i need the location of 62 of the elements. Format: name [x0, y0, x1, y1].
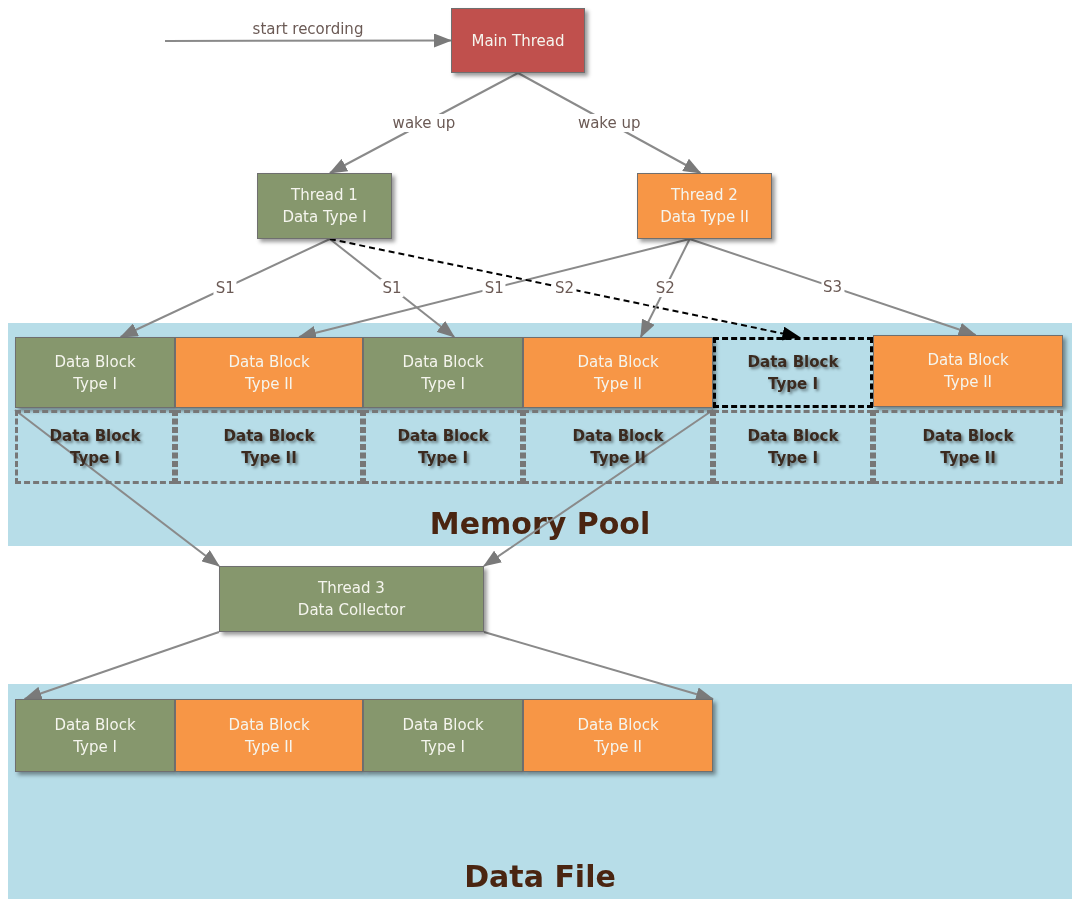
process-box	[15, 699, 175, 772]
box-text: Data Block Type II	[576, 714, 660, 758]
dashed-block	[15, 410, 175, 484]
box-text: Data Block Type I	[53, 351, 137, 395]
box-text: Thread 3	[318, 578, 385, 599]
arrow	[328, 238, 801, 341]
box-text: Data Block Type II	[571, 426, 665, 469]
process-box	[257, 173, 392, 239]
band-panel	[8, 684, 1072, 899]
edge-label: S1	[213, 279, 237, 297]
arrow	[23, 631, 220, 701]
box-text: Data Block Type II	[227, 351, 311, 395]
arrow	[483, 409, 714, 567]
band-panel	[8, 323, 1072, 546]
box-text: Data Block Type II	[227, 714, 311, 758]
process-box	[523, 337, 713, 408]
band-title: Data File	[463, 858, 617, 896]
arrow	[483, 631, 714, 701]
dashed-block	[523, 410, 713, 484]
box-text: Data Block Type I	[401, 714, 485, 758]
arrow	[119, 238, 331, 338]
box-text: Data Collector	[297, 600, 406, 621]
process-box	[363, 337, 523, 408]
arrow	[298, 238, 691, 340]
edge-label: S1	[380, 279, 404, 297]
box-text: Data Block Type I	[746, 351, 840, 395]
process-box	[873, 335, 1063, 407]
process-box	[523, 699, 713, 772]
dashed-block	[363, 410, 523, 484]
edge-label: wake up	[575, 114, 643, 132]
box-text: Data Type I	[282, 207, 367, 228]
arrow	[328, 238, 456, 338]
box-text: Data Block Type I	[48, 426, 142, 469]
box-text: Data Block Type II	[222, 426, 316, 469]
process-box	[363, 699, 523, 772]
box-text: Data Block Type I	[53, 714, 137, 758]
arrow	[639, 238, 691, 338]
process-box	[451, 8, 585, 73]
process-box	[219, 566, 484, 632]
process-box	[637, 173, 772, 239]
box-text: Data Block Type II	[921, 426, 1015, 469]
box-text: Thread 1	[291, 185, 358, 206]
dashed-block	[175, 410, 363, 484]
box-text: Main Thread	[471, 30, 565, 52]
box-text: Data Block Type I	[396, 426, 490, 469]
process-box	[15, 337, 175, 408]
box-text: Data Block Type II	[576, 351, 660, 395]
edge-label: start recording	[250, 19, 366, 38]
process-box	[175, 699, 363, 772]
edge-label: wake up	[390, 114, 458, 132]
dashed-block	[873, 410, 1063, 484]
box-text: Data Block Type I	[746, 426, 840, 469]
box-text: Thread 2	[671, 185, 738, 206]
edge-label: S2	[653, 279, 677, 297]
arrow	[688, 238, 977, 337]
arrow	[164, 33, 452, 48]
process-box	[175, 337, 363, 408]
box-text: Data Block Type I	[401, 351, 485, 395]
dashed-block	[713, 410, 873, 484]
band-title: Memory Pool	[428, 505, 652, 543]
box-text: Data Block Type II	[926, 350, 1010, 393]
box-text: Data Type II	[660, 207, 749, 228]
